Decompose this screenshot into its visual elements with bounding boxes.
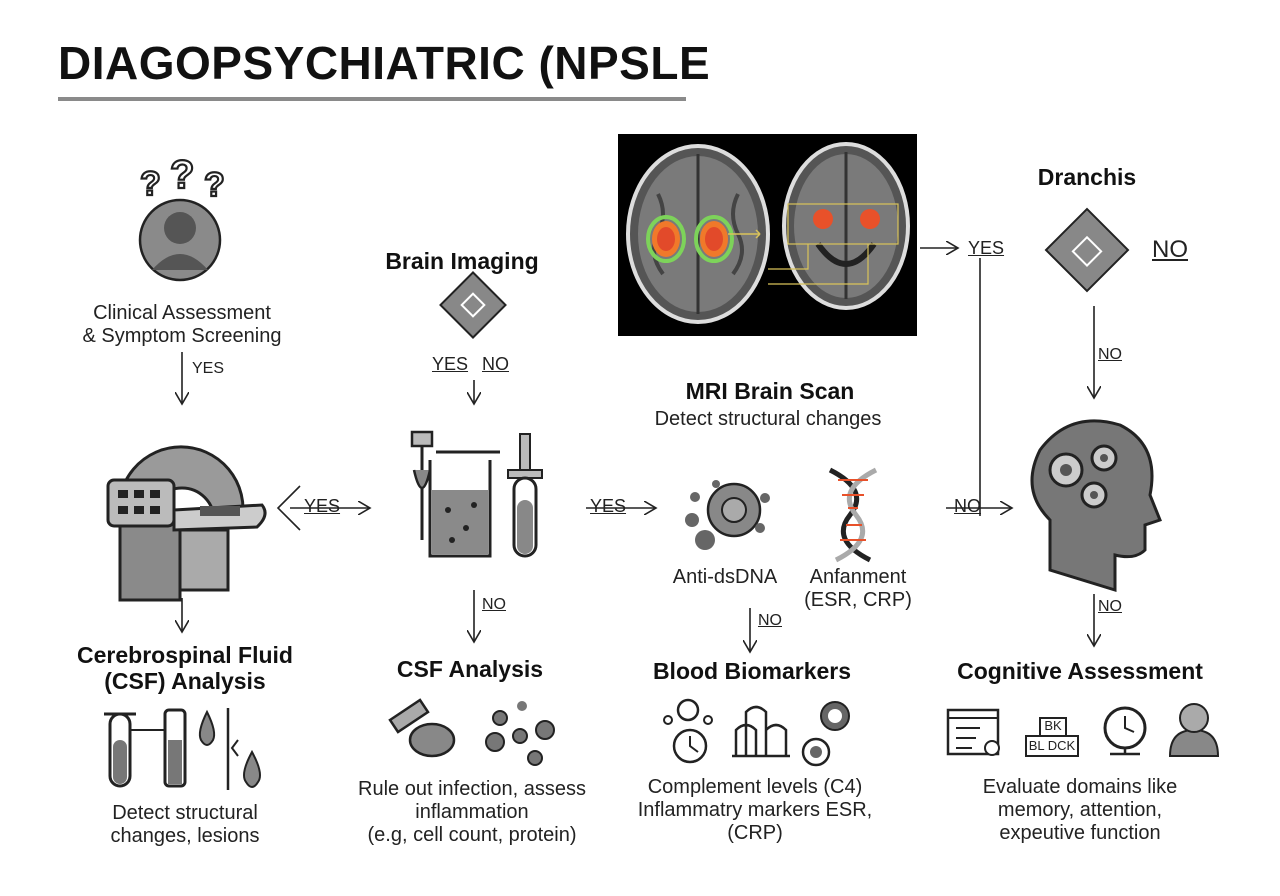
label-no-beaker: NO xyxy=(482,596,506,613)
label-no-right: NO xyxy=(954,496,981,516)
cognitive-icons xyxy=(946,703,1220,757)
mri-scan-title: MRI Brain Scan xyxy=(685,378,855,404)
dranchis-title: Dranchis xyxy=(1037,164,1137,190)
syringe-icon xyxy=(388,698,555,766)
biomarker-icons xyxy=(663,698,850,767)
label-no-dranchis-down: NO xyxy=(1098,346,1122,363)
cognitive-assessment-desc: Evaluate domains like memory, attention,… xyxy=(982,776,1178,844)
clinical-assessment-label: Clinical Assessment & Symptom Screening xyxy=(82,302,282,347)
mri-brain-image xyxy=(618,134,917,336)
test-tubes-icon xyxy=(104,708,261,790)
page-title: DIAGOPSYCHIATRIC (NPSLE xyxy=(58,37,711,89)
svg-text:?: ? xyxy=(204,166,225,204)
csf-left-desc: Detect structural changes, lesions xyxy=(110,802,260,847)
anti-dsdna-label: Anti-dsDNA xyxy=(672,566,778,588)
person-icon xyxy=(138,198,222,282)
csf-left-title: Cerebrospinal Fluid (CSF) Analysis xyxy=(77,642,293,694)
block-bldck-label: BL DCK xyxy=(1028,738,1076,753)
anfanment-label: Anfanment (ESR, CRP) xyxy=(804,566,912,611)
svg-text:?: ? xyxy=(170,153,194,197)
question-marks-icon: ? ? ? xyxy=(139,152,226,205)
csf-analysis-title: CSF Analysis xyxy=(396,656,544,682)
svg-text:?: ? xyxy=(140,165,161,203)
label-no-head: NO xyxy=(1098,598,1122,615)
lab-beaker-icon xyxy=(410,430,543,558)
label-no-markers: NO xyxy=(758,612,782,629)
dranchis-diamond-icon xyxy=(1044,207,1130,293)
decision-diamond-icon xyxy=(439,271,507,339)
label-yes-mid: YES xyxy=(590,496,627,516)
label-yes-mri: YES xyxy=(968,238,1005,258)
label-yes-imaging: YES xyxy=(432,354,469,374)
label-no-imaging: NO xyxy=(482,354,509,374)
blood-biomarkers-title: Blood Biomarkers xyxy=(652,658,852,684)
head-gears-icon xyxy=(1030,419,1162,593)
dna-icon xyxy=(828,467,878,563)
brain-imaging-title: Brain Imaging xyxy=(385,248,539,274)
blood-biomarkers-desc: Complement levels (C4) Inflammatry marke… xyxy=(637,776,873,844)
label-yes-left: YES xyxy=(304,496,341,516)
mri-scan-desc: Detect structural changes xyxy=(654,408,882,430)
cognitive-assessment-title: Cognitive Assessment xyxy=(957,658,1203,684)
cells-icon xyxy=(685,480,770,550)
csf-analysis-desc: Rule out infection, assess inflammation … xyxy=(358,778,586,846)
title-underline xyxy=(58,97,686,101)
mri-machine-icon xyxy=(106,445,267,602)
label-no-dranchis: NO xyxy=(1152,236,1188,263)
block-bk-label: BK xyxy=(1044,718,1062,733)
label-yes-clinical: YES xyxy=(192,360,225,377)
